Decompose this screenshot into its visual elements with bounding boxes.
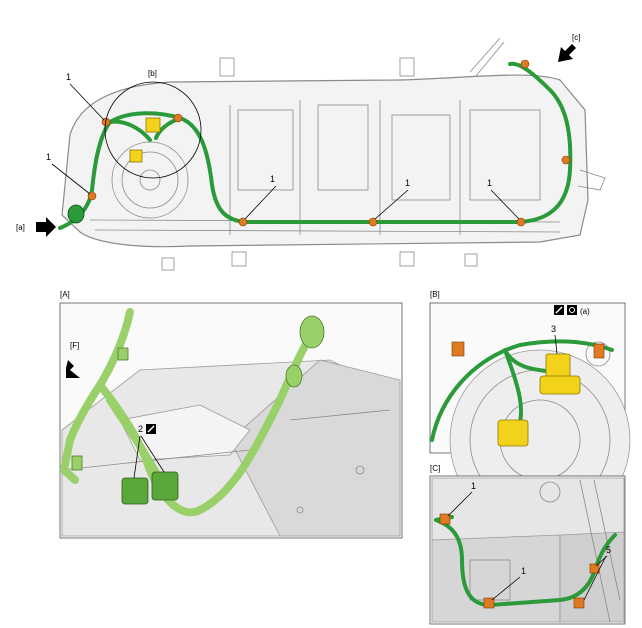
- torque-spec-icon: [567, 305, 577, 315]
- view-b-circle: [104, 81, 202, 179]
- panel-c-clamp: [573, 597, 585, 609]
- callout-clip: 1: [46, 152, 51, 162]
- panel-a-label: [A]: [60, 290, 70, 299]
- wire-harness-main: [58, 61, 573, 230]
- callout-bracket: 3: [551, 324, 556, 334]
- panel-b-label: [B]: [430, 290, 440, 299]
- callout-clamp: 5: [606, 545, 611, 555]
- callout-clip: 1: [487, 178, 492, 188]
- callout-clip: 1: [66, 72, 71, 82]
- callout-clip: 1: [471, 481, 476, 491]
- callout-clip: 1: [521, 566, 526, 576]
- panel-a-view-arrow: [66, 360, 80, 378]
- harness-clip: [516, 217, 526, 227]
- yellow-connector: [129, 149, 143, 163]
- mount-bracket: [399, 251, 415, 267]
- harness-clip: [173, 113, 183, 123]
- view-c-arrow: [558, 44, 576, 62]
- panel-b-connector: [497, 419, 529, 447]
- wrench-icon: [146, 424, 156, 434]
- panel-c-label: [C]: [430, 464, 440, 473]
- panel-a: [A] [F] 2: [59, 290, 403, 539]
- view-b-label: [b]: [148, 69, 157, 78]
- panel-c: [C] 1 1 5: [429, 464, 626, 625]
- view-a-arrow: [36, 217, 56, 237]
- panel-a-connector-right: [151, 471, 179, 501]
- callout-clip: 1: [405, 178, 410, 188]
- tightening-spec-label: (a): [580, 307, 590, 316]
- harness-clip: [238, 217, 248, 227]
- panel-b-clip-left: [451, 341, 465, 357]
- view-a-label: [a]: [16, 223, 25, 232]
- callout-clip: 1: [270, 174, 275, 184]
- grommet: [67, 204, 85, 224]
- wrench-icon: [554, 305, 564, 315]
- harness-clip: [520, 59, 530, 69]
- fuel-tank-overview: [b] [a] [c] 1 1 1 1 1: [16, 33, 606, 271]
- harness-clip: [561, 155, 571, 165]
- harness-clip: [368, 217, 378, 227]
- fuel-tank-body: [61, 74, 589, 248]
- panel-a-grommet: [299, 315, 325, 349]
- mount-bracket: [399, 57, 415, 77]
- panel-b-harness: [430, 339, 614, 442]
- pump-ring: [111, 141, 189, 219]
- mount-bracket: [231, 251, 247, 267]
- yellow-connector: [145, 117, 161, 133]
- panel-a-connector-left: [121, 477, 149, 505]
- mount-bracket: [219, 57, 235, 77]
- panel-b-clip-right: [593, 343, 605, 359]
- panel-a-view-label: [F]: [70, 341, 79, 350]
- panel-c-clip-top: [439, 513, 451, 525]
- callout-connector: 2: [138, 424, 143, 434]
- view-c-label: [c]: [572, 33, 580, 42]
- panel-c-clip-bottom: [483, 597, 495, 609]
